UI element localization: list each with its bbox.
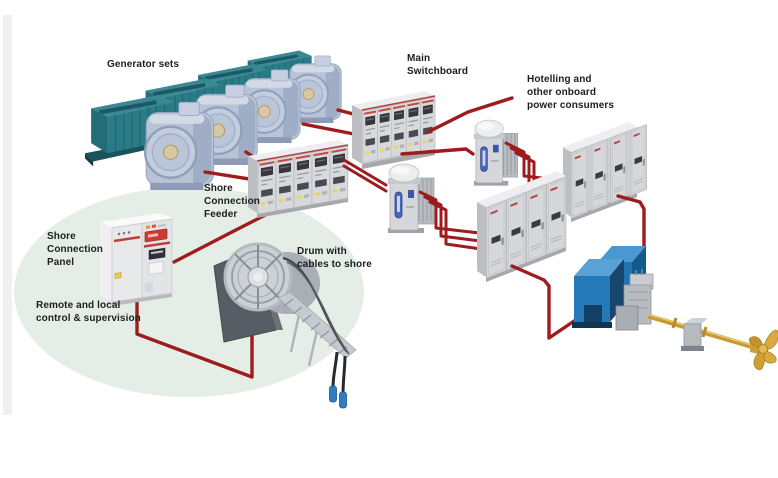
cable-drum xyxy=(213,242,357,409)
label-shore-connection-feeder: Shore Connection Feeder xyxy=(204,183,260,220)
label-drum: Drum with cables to shore xyxy=(297,246,372,270)
drives-lineup-right xyxy=(563,122,648,222)
generator-set-1 xyxy=(85,95,214,190)
page-edge-strip xyxy=(3,15,12,415)
shaft-bearing xyxy=(681,318,708,351)
label-main-switchboard: Main Switchboard xyxy=(407,53,469,77)
propeller-shaft xyxy=(647,313,758,351)
shore-connection-feeder-switchboard xyxy=(248,140,349,218)
cables-to-transformer-b xyxy=(342,158,388,193)
main-switchboard xyxy=(352,91,436,169)
cable-middle-drives-to-motor xyxy=(510,264,585,340)
drives-lineup-middle xyxy=(477,171,567,282)
cable-to-transformer-a xyxy=(400,147,475,156)
transformer-a xyxy=(473,119,519,187)
label-generator-sets: Generator sets xyxy=(107,59,179,70)
label-shore-connection-panel: Shore Connection Panel xyxy=(47,231,103,268)
label-hotelling: Hotelling and other onboard power consum… xyxy=(527,74,615,111)
shore-cable-plug xyxy=(339,391,347,409)
shore-cable-plug xyxy=(329,385,337,403)
cable-panel-to-drum xyxy=(135,294,254,379)
label-remote-control: Remote and local control & supervision xyxy=(36,300,141,324)
cables-transformer-b-to-drives xyxy=(418,190,490,252)
shore-connection-panel-cabinet xyxy=(100,213,173,306)
gearbox xyxy=(615,269,654,331)
propeller xyxy=(748,329,778,371)
cable-to-hotelling xyxy=(426,96,514,134)
